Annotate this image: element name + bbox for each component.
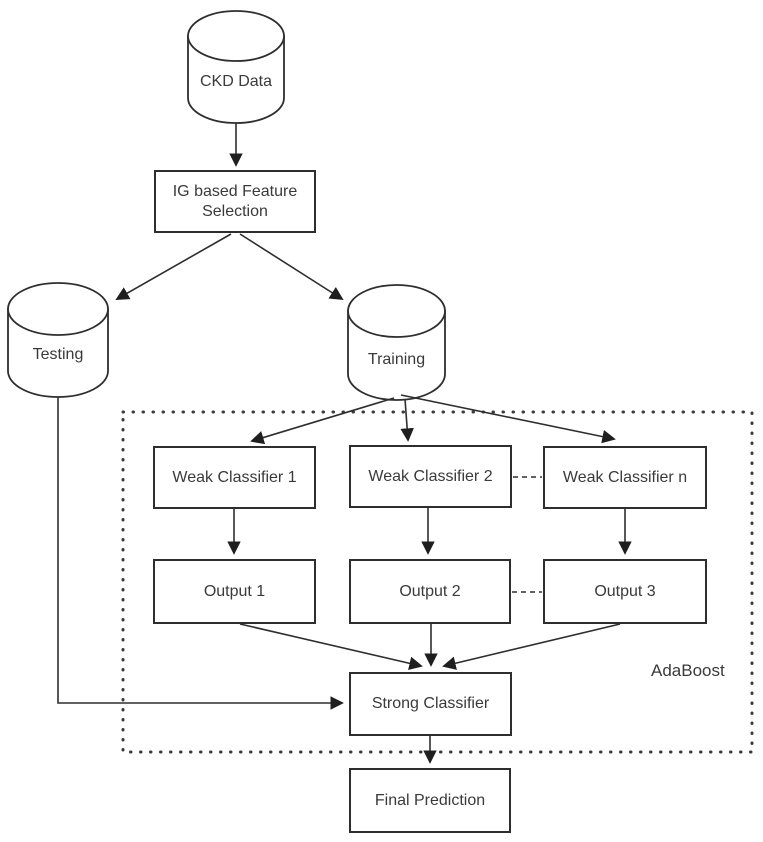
node-output-1: Output 1: [153, 559, 316, 624]
node-output-2: Output 2: [349, 559, 511, 624]
node-testing-label: Testing: [32, 346, 84, 363]
edge-testing-to-strong: [57, 397, 344, 710]
adaboost-group-label: AdaBoost: [651, 661, 725, 680]
node-output-3-label: Output 3: [594, 582, 656, 600]
node-weak-classifier-1: Weak Classifier 1: [153, 446, 316, 509]
training-cylinder-shape: [347, 284, 446, 401]
node-ig-feature-selection: IG based Feature Selection: [154, 170, 316, 233]
node-weak-classifier-1-label: Weak Classifier 1: [172, 468, 297, 486]
node-weak-classifier-n: Weak Classifier n: [543, 446, 707, 509]
node-ig-feature-selection-label: IG based Feature Selection: [172, 182, 298, 220]
node-weak-classifier-2-label: Weak Classifier 2: [368, 467, 493, 485]
node-weak-classifier-2: Weak Classifier 2: [349, 445, 512, 508]
edge-out1-to-strong: [239, 623, 423, 670]
ckd-cylinder-shape: [187, 10, 285, 124]
edge-ig-to-training: [239, 233, 344, 301]
node-ckd-data-label: CKD Data: [199, 73, 273, 90]
edge-training-to-weak2: [400, 398, 414, 442]
node-output-3: Output 3: [543, 559, 707, 624]
edge-training-to-weak1: [250, 397, 395, 445]
edge-ig-to-testing: [115, 233, 232, 300]
edge-out3-to-strong: [442, 623, 621, 670]
node-output-1-label: Output 1: [203, 582, 266, 600]
adaboost-group-border: [121, 410, 754, 754]
node-training-label: Training: [367, 351, 426, 368]
node-output-2-label: Output 2: [399, 582, 461, 600]
node-final-prediction-label: Final Prediction: [374, 791, 486, 809]
edge-training-to-weakn: [400, 394, 616, 444]
testing-cylinder-shape: [7, 282, 109, 398]
node-strong-classifier: Strong Classifier: [349, 672, 512, 736]
node-strong-classifier-label: Strong Classifier: [371, 695, 490, 712]
node-final-prediction: Final Prediction: [349, 768, 511, 833]
node-weak-classifier-n-label: Weak Classifier n: [562, 468, 688, 486]
